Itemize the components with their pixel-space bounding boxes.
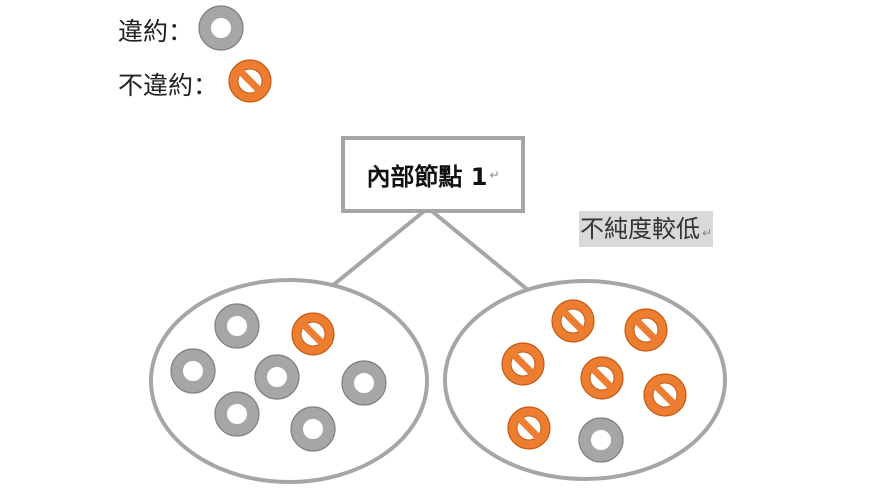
left-default-marker-6 [291,407,335,451]
edge-right [426,206,530,292]
internal-node-box: 內部節點 1↵ [341,136,525,213]
legend-default-icon [199,6,243,50]
right-non-default-marker-1 [551,299,595,343]
left-default-marker-5 [215,392,259,436]
right-non-default-marker-4 [580,356,624,400]
legend-non-default-icon [228,59,272,103]
legend-non-default-label: 不違約： [118,71,219,100]
right-default-marker-1 [579,418,623,462]
left-default-marker-2 [171,349,215,393]
left-default-marker-1 [215,304,259,348]
left-default-marker-4-outline [341,360,387,406]
right-non-default-marker-6 [507,406,551,450]
left-default-marker-6-outline [290,406,336,452]
legend-default-icon-outline [198,5,244,51]
impurity-annotation: 不純度較低↵ [579,211,714,247]
left-default-marker-3 [255,355,299,399]
right-non-default-marker-5 [643,373,687,417]
right-default-marker-1-outline [578,417,624,463]
left-default-marker-5-outline [214,391,260,437]
left-non-default-marker-1 [291,312,335,356]
edge-left [330,206,430,288]
paragraph-mark: ↵ [489,167,500,182]
left-default-marker-2-outline [170,348,216,394]
legend-default-label: 違約： [118,17,194,46]
right-non-default-marker-3 [501,342,545,386]
left-default-marker-1-outline [214,303,260,349]
paragraph-mark: ↵ [702,226,713,240]
impurity-annotation-text: 不純度較低 [580,215,700,243]
left-default-marker-4 [342,361,386,405]
left-default-marker-3-outline [254,354,300,400]
internal-node-label: 內部節點 1 [366,163,488,191]
right-non-default-marker-2 [624,308,668,352]
